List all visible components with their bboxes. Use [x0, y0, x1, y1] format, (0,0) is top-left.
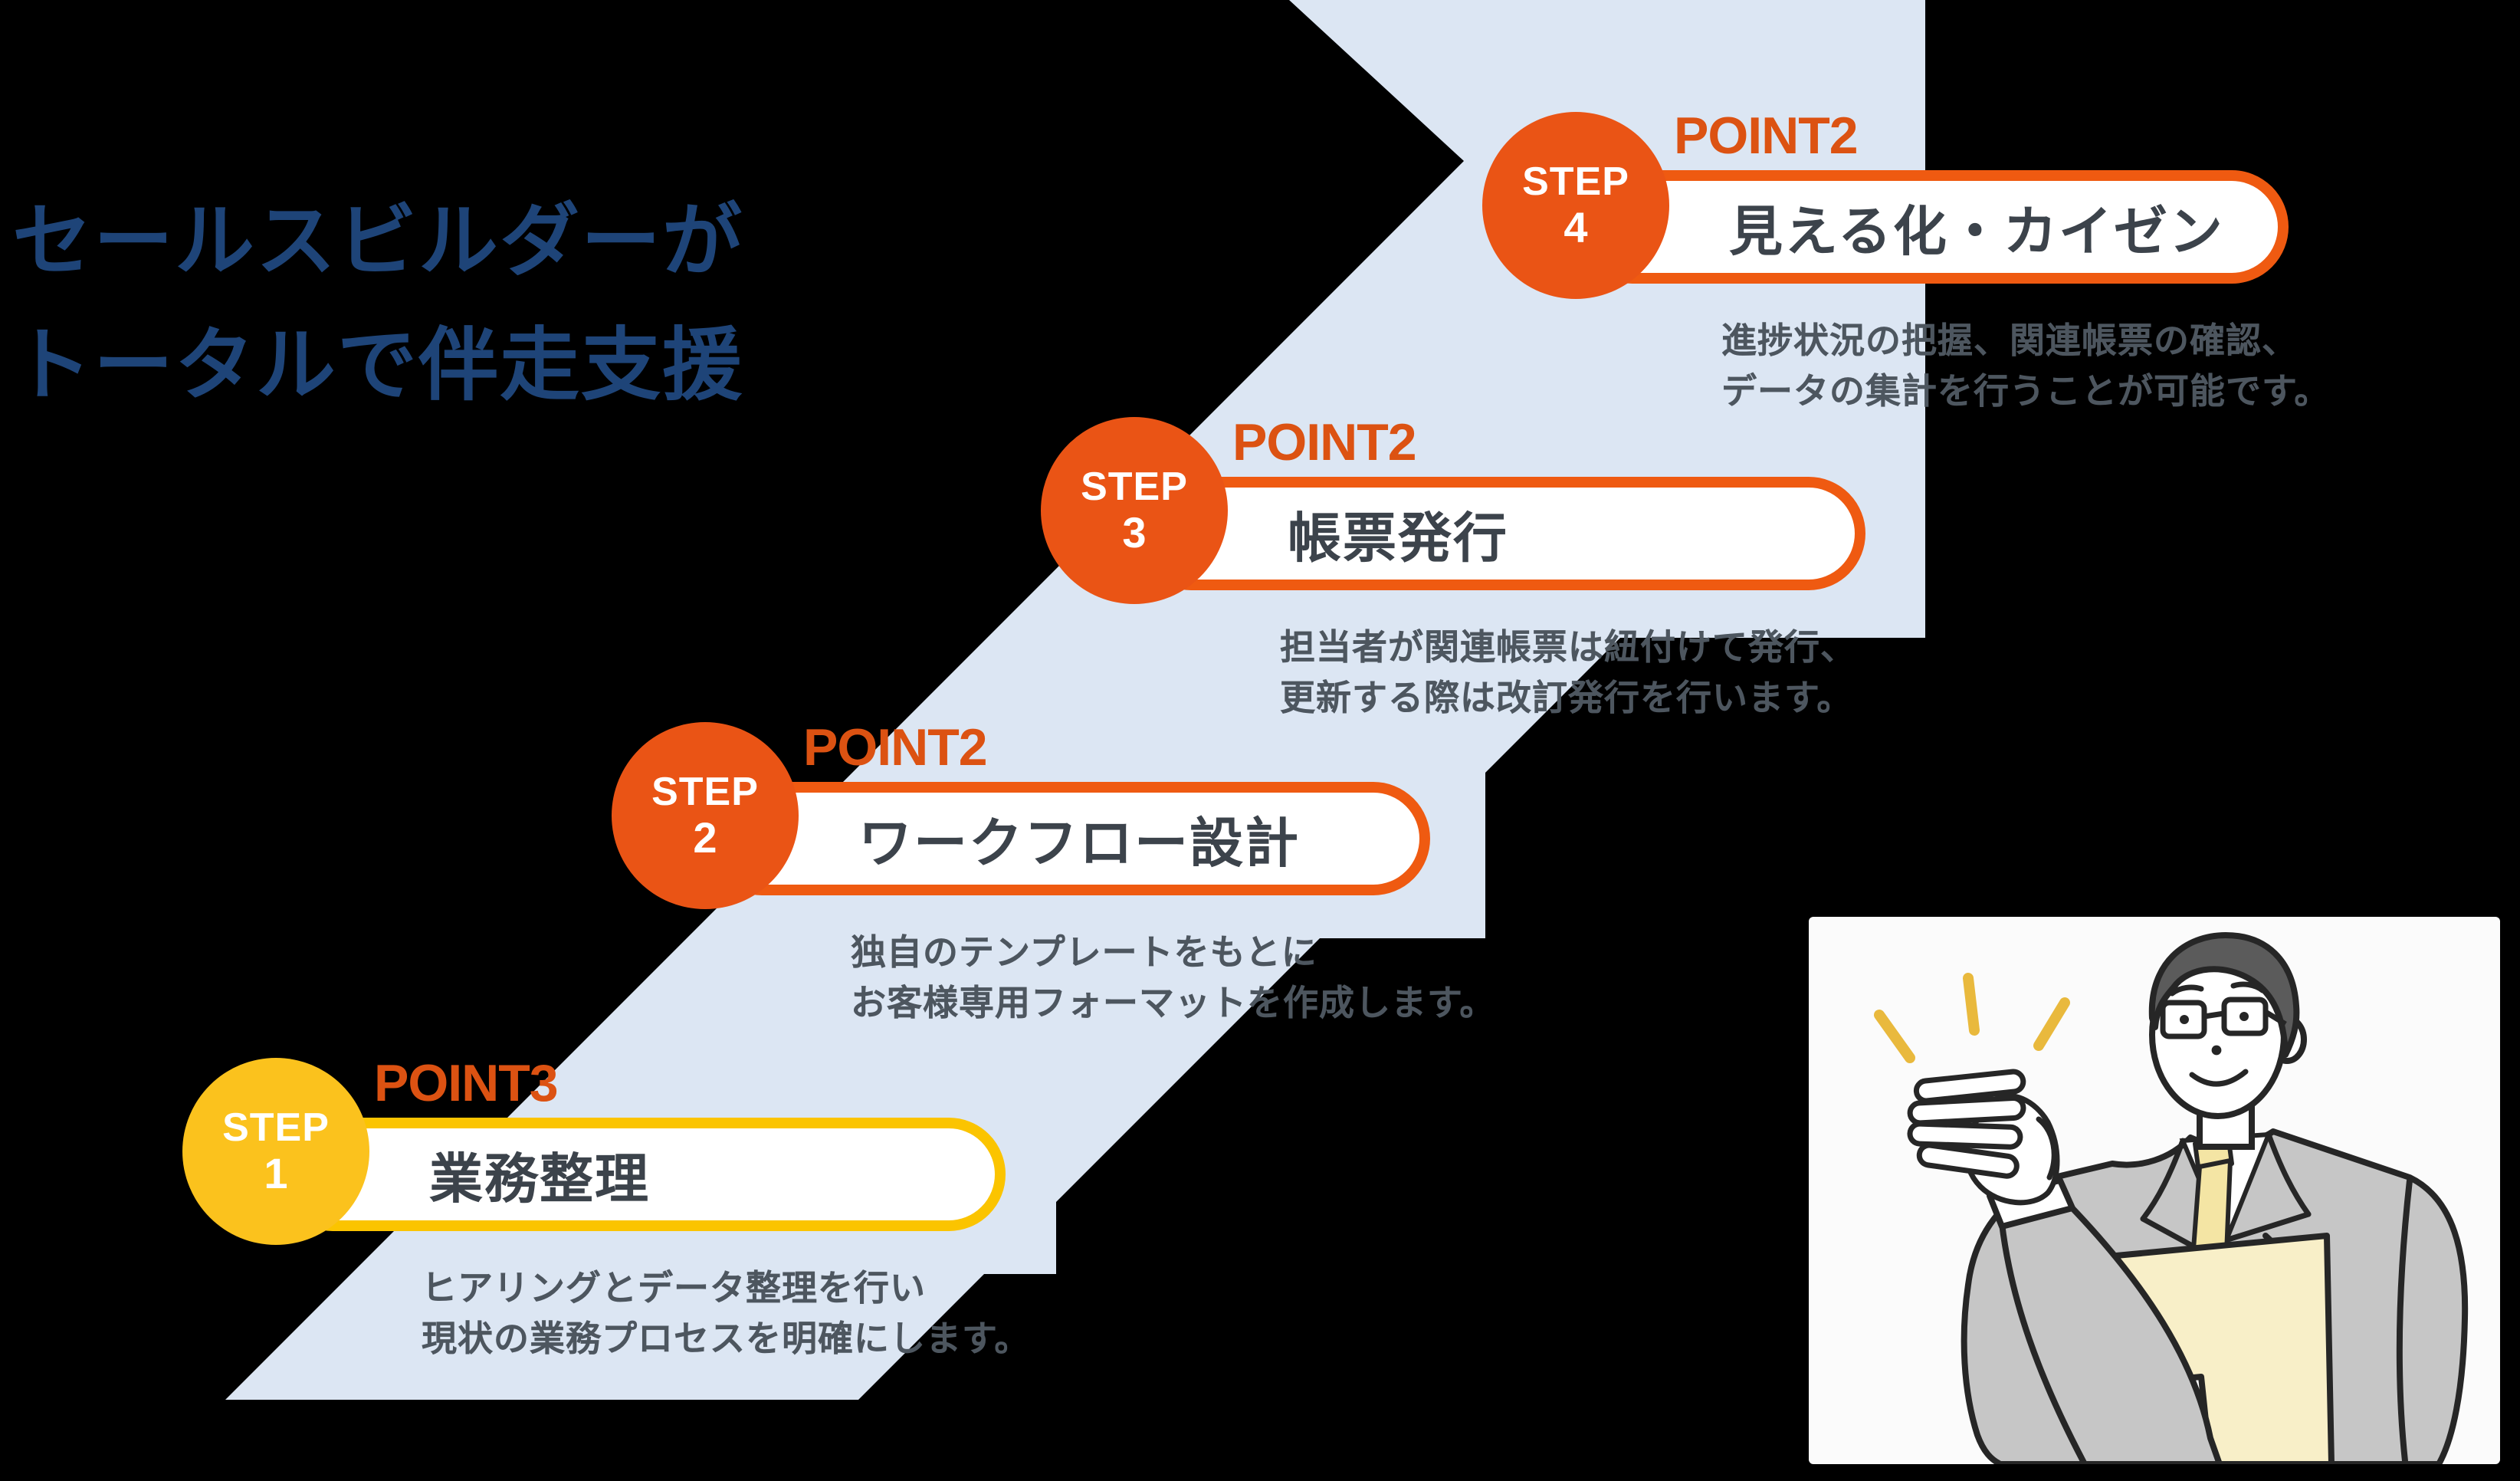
step-3-description-line1: 担当者が関連帳票は紐付けて発行、	[1280, 627, 1856, 667]
hair	[2148, 932, 2300, 1058]
step-2-description: 独自のテンプレートをもとにお客様専用フォーマットを作成します。	[851, 928, 1495, 1029]
step-2-badge-text: STEP	[651, 768, 759, 814]
step-4-description: 進捗状況の把握、関連帳票の確認、データの集計を行うことが可能です。	[1721, 316, 2330, 417]
glasses-icon	[2160, 997, 2287, 1039]
step-4-point-label: POINT2	[1674, 107, 1859, 166]
page-title-line1: セールスビルダーが	[12, 198, 744, 287]
step-1-pill: 業務整理	[276, 1118, 1006, 1231]
step-3-point-label: POINT2	[1232, 414, 1417, 472]
step-4-pill-label: 見える化・カイゼン	[1729, 202, 2224, 261]
step-3-description: 担当者が関連帳票は紐付けて発行、更新する際は改訂発行を行います。	[1280, 622, 1856, 724]
step-2-badge-number: 2	[693, 814, 717, 862]
page-title: セールスビルダーがトータルで伴走支援	[12, 181, 743, 429]
step-2-pill-label: ワークフロー設計	[858, 813, 1301, 873]
step-1-point-label: POINT3	[374, 1055, 559, 1113]
step-4-badge-number: 4	[1564, 204, 1588, 251]
sparkle-icon	[1874, 973, 2070, 1063]
step-3-badge-text: STEP	[1081, 463, 1188, 509]
step-2-badge: STEP 2	[612, 722, 799, 909]
step-3-description-line2: 更新する際は改訂発行を行います。	[1280, 678, 1853, 718]
step-4-badge-text: STEP	[1522, 158, 1629, 204]
step-4-description-line2: データの集計を行うことが可能です。	[1721, 371, 2331, 411]
nose	[2211, 1045, 2222, 1056]
mouth	[2189, 1069, 2249, 1087]
page-title-line2: トータルで伴走支援	[12, 322, 744, 411]
right-eye	[2239, 1012, 2249, 1021]
step-1-badge-text: STEP	[222, 1104, 330, 1150]
step-3-pill-label: 帳票発行	[1288, 508, 1509, 568]
step-3-badge: STEP 3	[1041, 417, 1228, 604]
step-2-point-label: POINT2	[803, 719, 988, 777]
step-1-description-line1: ヒアリングとデータ整理を行い	[422, 1268, 926, 1308]
step-4-badge: STEP 4	[1482, 112, 1669, 299]
step-3-badge-number: 3	[1122, 509, 1147, 557]
step-1-description: ヒアリングとデータ整理を行い現状の業務プロセスを明確にします。	[422, 1263, 1030, 1364]
step-4-pill: 見える化・カイゼン	[1576, 170, 2289, 284]
businessman-illustration	[1874, 932, 2469, 1464]
step-1-pill-label: 業務整理	[429, 1149, 651, 1209]
step-1-badge-number: 1	[264, 1150, 288, 1197]
step-1-description-line2: 現状の業務プロセスを明確にします。	[422, 1318, 1031, 1358]
step-2-pill: ワークフロー設計	[705, 782, 1430, 895]
step-2-description-line2: お客様専用フォーマットを作成します。	[851, 983, 1496, 1023]
step-2-description-line1: 独自のテンプレートをもとに	[851, 932, 1317, 972]
step-4-description-line1: 進捗状況の把握、関連帳票の確認、	[1721, 320, 2298, 360]
left-eye	[2180, 1015, 2189, 1024]
head	[2148, 932, 2307, 1150]
step-3-pill: 帳票発行	[1134, 477, 1865, 590]
open-hand	[1907, 1069, 2060, 1206]
eyebrows	[2169, 981, 2266, 997]
businessman-illustration-card	[1809, 917, 2500, 1464]
step-1-badge: STEP 1	[182, 1058, 369, 1245]
